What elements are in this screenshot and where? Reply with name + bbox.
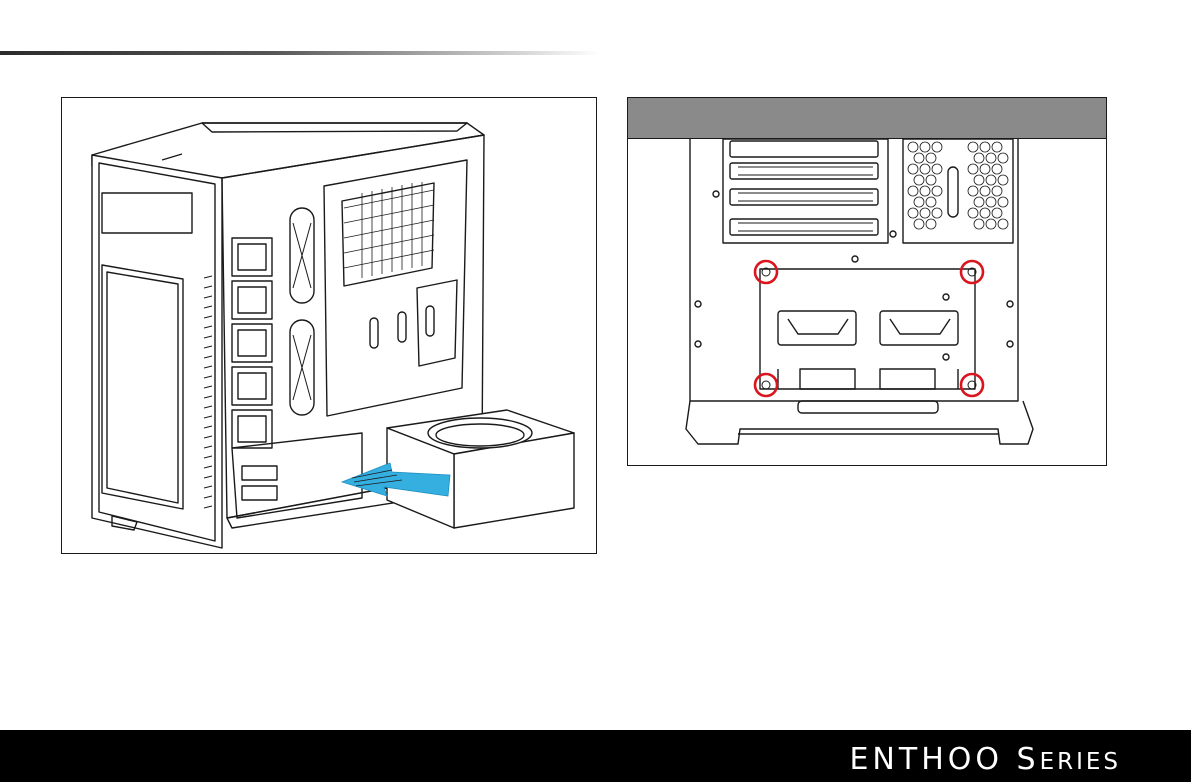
psu-mounting-screws-diagram-icon <box>628 139 1106 465</box>
brand-name: ENTHOO SERIES <box>849 742 1121 777</box>
screw-highlight-top-right <box>961 261 983 283</box>
screw-highlight-bottom-right <box>961 374 983 396</box>
figure-header-bar <box>628 98 1106 139</box>
screw-highlight-top-left <box>755 261 777 283</box>
figure-body <box>628 139 1106 465</box>
brand-main: ENTHOO S <box>849 742 1039 777</box>
footer-bar: ENTHOO SERIES <box>0 730 1191 782</box>
screw-highlight-bottom-left <box>755 374 777 396</box>
psu-installation-diagram-icon <box>62 98 596 553</box>
brand-small: ERIES <box>1040 749 1121 775</box>
psu-installation-figure <box>61 97 597 554</box>
psu-screw-figure <box>627 97 1107 466</box>
header-rule <box>0 51 600 55</box>
